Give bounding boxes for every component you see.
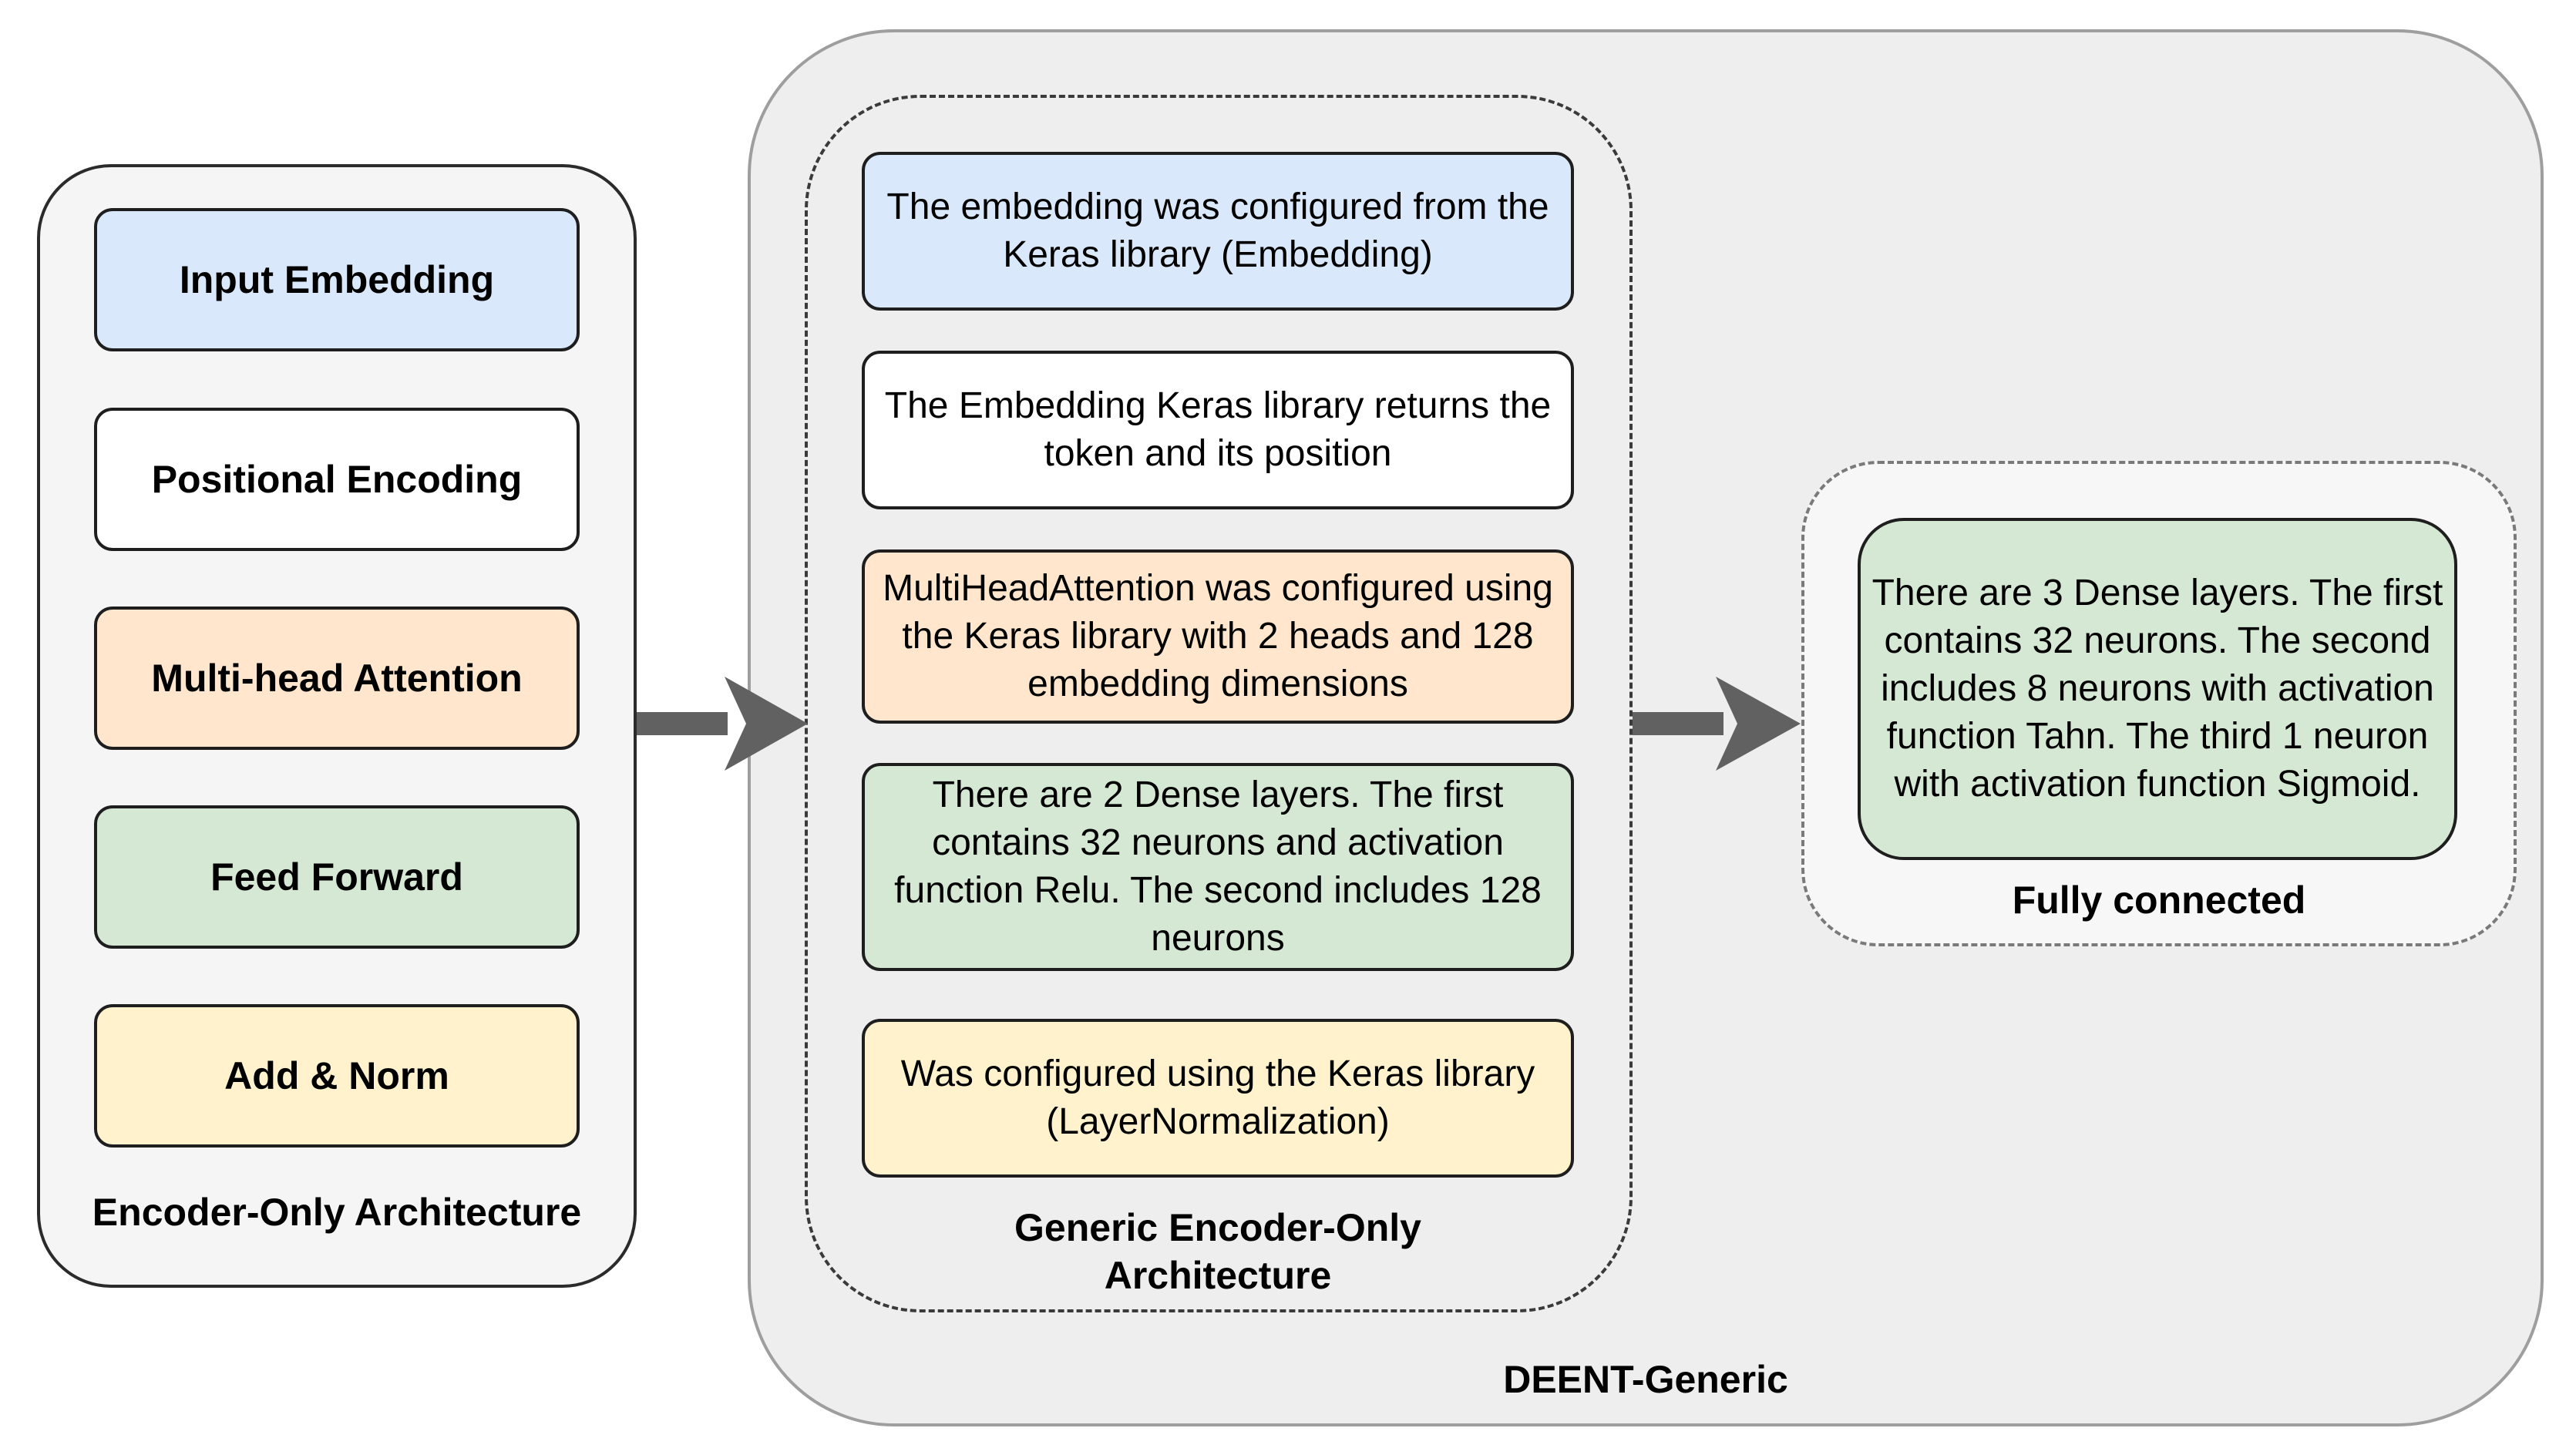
input-embedding-block: Input Embedding [94, 208, 580, 351]
arrow-left-to-generic [637, 677, 808, 771]
generic-encoder-caption: Generic Encoder-Only Architecture [1014, 1206, 1421, 1297]
encoder-only-caption: Encoder-Only Architecture [92, 1191, 582, 1234]
multi-head-attention-block: Multi-head Attention [94, 607, 580, 750]
positional-description-block: The Embedding Keras library returns the … [862, 351, 1574, 509]
generic-encoder-container [805, 95, 1633, 1312]
arrow-generic-to-fc [1633, 677, 1801, 771]
fully-connected-caption: Fully connected [2012, 879, 2306, 922]
add-norm-block: Add & Norm [94, 1004, 580, 1148]
feed-forward-description-block: There are 2 Dense layers. The first cont… [862, 763, 1574, 971]
attention-description-block: MultiHeadAttention was configured using … [862, 549, 1574, 724]
fully-connected-description-block: There are 3 Dense layers. The first cont… [1858, 518, 2457, 860]
deent-generic-caption: DEENT-Generic [1503, 1358, 1788, 1401]
embedding-description-block: The embedding was configured from the Ke… [862, 152, 1574, 311]
positional-encoding-block: Positional Encoding [94, 408, 580, 551]
layer-norm-description-block: Was configured using the Keras library (… [862, 1019, 1574, 1178]
feed-forward-block: Feed Forward [94, 805, 580, 949]
